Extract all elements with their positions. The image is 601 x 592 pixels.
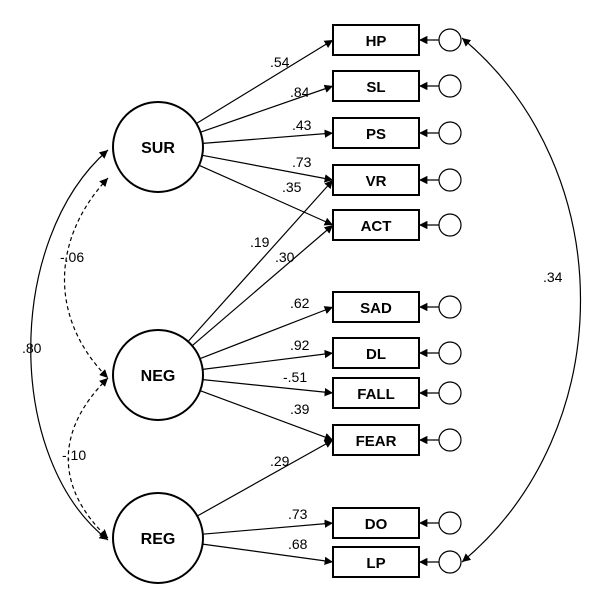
loading-sur-ps-label: .43 bbox=[292, 117, 312, 133]
loading-neg-fear-arrow bbox=[199, 390, 334, 442]
latent-sur-label: SUR bbox=[141, 140, 175, 157]
loading-reg-fear-arrow bbox=[197, 439, 334, 517]
error-dl bbox=[438, 341, 462, 365]
corr-hp-lp-label: .34 bbox=[543, 269, 563, 285]
loading-sur-hp-label: .54 bbox=[270, 54, 290, 70]
loading-neg-vr-arrow bbox=[187, 179, 334, 342]
indicator-vr: VR bbox=[332, 164, 420, 196]
error-lp bbox=[438, 550, 462, 574]
error-act bbox=[438, 213, 462, 237]
error-sad bbox=[438, 295, 462, 319]
error-fear bbox=[438, 428, 462, 452]
corr-neg-reg-path bbox=[67, 377, 109, 539]
indicator-vr-label: VR bbox=[366, 173, 387, 190]
loading-reg-lp-arrow bbox=[202, 543, 334, 566]
latent-sur: SUR bbox=[112, 101, 204, 193]
error-vr bbox=[438, 168, 462, 192]
indicator-dl-label: DL bbox=[366, 346, 386, 363]
indicator-dl: DL bbox=[332, 337, 420, 369]
loading-sur-vr-label: .73 bbox=[292, 154, 312, 170]
corr-hp-lp-errors-path bbox=[461, 37, 582, 563]
loading-reg-do-arrow bbox=[202, 519, 334, 535]
error-hp bbox=[438, 28, 462, 52]
indicator-lp-label: LP bbox=[366, 555, 385, 572]
loading-sur-act-label: .35 bbox=[282, 179, 302, 195]
indicator-fear: FEAR bbox=[332, 424, 420, 456]
indicator-do: DO bbox=[332, 507, 420, 539]
error-ps bbox=[438, 121, 462, 145]
loading-paths bbox=[187, 39, 334, 566]
loading-reg-fear-label: .29 bbox=[270, 453, 290, 469]
indicator-hp: HP bbox=[332, 24, 420, 56]
loading-sur-hp-arrow bbox=[196, 39, 334, 125]
indicator-sl-label: SL bbox=[366, 79, 385, 96]
error-arrows bbox=[419, 35, 439, 567]
latent-neg: NEG bbox=[112, 329, 204, 421]
indicator-fall-label: FALL bbox=[357, 386, 395, 403]
corr-sur-reg-path bbox=[30, 149, 109, 541]
loading-sur-sl-arrow bbox=[200, 84, 334, 133]
loading-neg-sad-label: .62 bbox=[290, 295, 310, 311]
indicator-hp-label: HP bbox=[366, 33, 387, 50]
error-terms bbox=[438, 28, 462, 574]
corr-neg-reg-label: -.10 bbox=[62, 447, 86, 463]
indicator-ps-label: PS bbox=[366, 126, 386, 143]
corr-sur-reg-label: .80 bbox=[22, 340, 42, 356]
corr-sur-neg-label: -.06 bbox=[60, 249, 84, 265]
indicator-sad: SAD bbox=[332, 291, 420, 323]
loading-neg-fall-label: -.51 bbox=[283, 369, 307, 385]
indicator-lp: LP bbox=[332, 546, 420, 578]
latent-neg-label: NEG bbox=[141, 368, 176, 385]
latent-reg-label: REG bbox=[141, 531, 176, 548]
loading-reg-do-label: .73 bbox=[288, 506, 308, 522]
indicator-do-label: DO bbox=[365, 516, 388, 533]
indicator-sad-label: SAD bbox=[360, 300, 392, 317]
indicator-act-label: ACT bbox=[361, 218, 392, 235]
loading-sur-sl-label: .84 bbox=[290, 84, 310, 100]
indicator-fear-label: FEAR bbox=[356, 433, 397, 450]
loading-reg-lp-label: .68 bbox=[288, 536, 308, 552]
loading-sur-ps-arrow bbox=[202, 129, 334, 144]
indicator-ps: PS bbox=[332, 117, 420, 149]
corr-sur-neg-path bbox=[63, 177, 109, 379]
indicator-act: ACT bbox=[332, 209, 420, 241]
loading-neg-act-label: .30 bbox=[275, 249, 295, 265]
indicator-sl: SL bbox=[332, 70, 420, 102]
error-do bbox=[438, 511, 462, 535]
loading-neg-dl-label: .92 bbox=[290, 337, 310, 353]
loading-neg-fear-label: .39 bbox=[290, 401, 310, 417]
loading-sur-act-arrow bbox=[198, 164, 334, 226]
error-sl bbox=[438, 74, 462, 98]
error-fall bbox=[438, 381, 462, 405]
latent-reg: REG bbox=[112, 492, 204, 584]
loading-sur-vr-arrow bbox=[202, 154, 334, 183]
loading-neg-act-arrow bbox=[191, 224, 334, 347]
loading-neg-dl-arrow bbox=[202, 349, 334, 370]
indicator-fall: FALL bbox=[332, 377, 420, 409]
loading-neg-sad-arrow bbox=[199, 306, 334, 360]
loading-neg-vr-label: .19 bbox=[250, 234, 270, 250]
loading-neg-fall-arrow bbox=[202, 379, 334, 397]
